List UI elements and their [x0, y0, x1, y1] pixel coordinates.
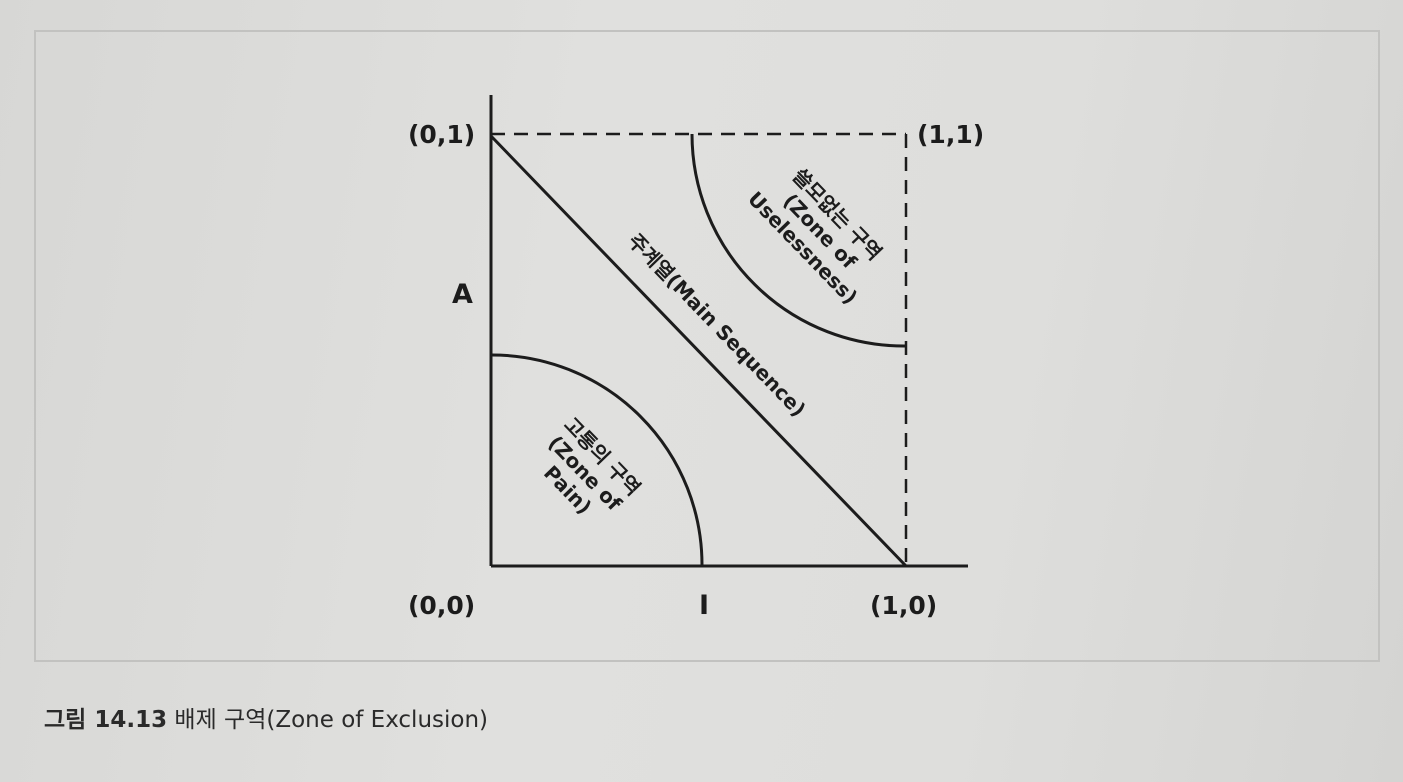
label-top-left: (0,1)	[408, 120, 475, 149]
label-origin: (0,0)	[408, 591, 475, 620]
caption-number: 그림 14.13	[44, 707, 168, 733]
zone-of-uselessness-label: 쓸모없는 구역 (Zone of Uselessness)	[743, 164, 887, 309]
main-sequence-line	[489, 134, 908, 568]
label-bottom-right: (1,0)	[870, 591, 937, 620]
zone-of-pain-label: 고통의 구역 (Zone of Pain)	[539, 413, 645, 519]
zone-of-pain-arc	[490, 353, 704, 567]
label-top-right: (1,1)	[917, 120, 984, 149]
figure-frame	[34, 30, 1380, 662]
label-x-axis-i: I	[699, 590, 709, 621]
caption-title: 배제 구역(Zone of Exclusion)	[174, 707, 489, 733]
label-y-axis-a: A	[452, 279, 473, 310]
zone-of-uselessness-arc	[690, 133, 907, 348]
main-sequence-label: 주계열(Main Sequence)	[623, 229, 810, 422]
figure-caption: 그림 14.13 배제 구역(Zone of Exclusion)	[44, 700, 488, 734]
